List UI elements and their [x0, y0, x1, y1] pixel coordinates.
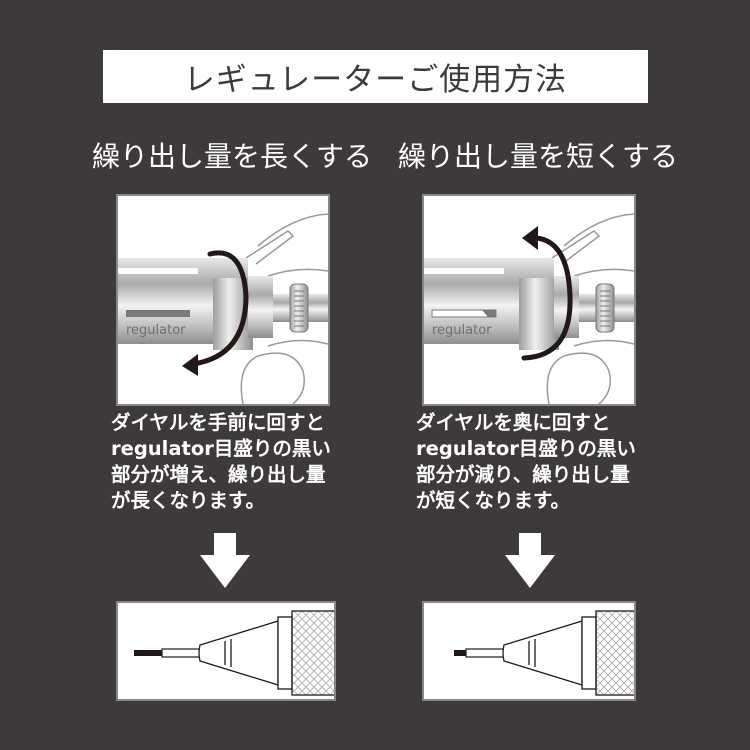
description-lengthen: ダイヤルを手前に回すと regulator目盛りの黒い 部分が増え、繰り出し量 …	[111, 411, 331, 512]
down-arrow-icon	[505, 533, 555, 588]
heading-lengthen: 繰り出し量を長くする	[92, 140, 373, 173]
page-title: レギュレーターご使用方法	[103, 50, 648, 103]
regulator-illustration-shorten: regulator	[422, 194, 636, 406]
down-arrow-icon	[200, 533, 250, 588]
regulator-label: regulator	[126, 323, 186, 338]
lead-result-long	[116, 601, 336, 701]
description-shorten: ダイヤルを奥に回すと regulator目盛りの黒い 部分が減り、繰り出し量 が…	[416, 411, 636, 512]
regulator-illustration-lengthen: regulator	[116, 194, 330, 406]
heading-shorten: 繰り出し量を短くする	[398, 140, 679, 173]
regulator-label: regulator	[432, 323, 492, 338]
lead-result-short	[422, 601, 636, 701]
rotation-arrow-icon	[521, 226, 573, 361]
rotation-arrow-icon	[182, 250, 249, 376]
